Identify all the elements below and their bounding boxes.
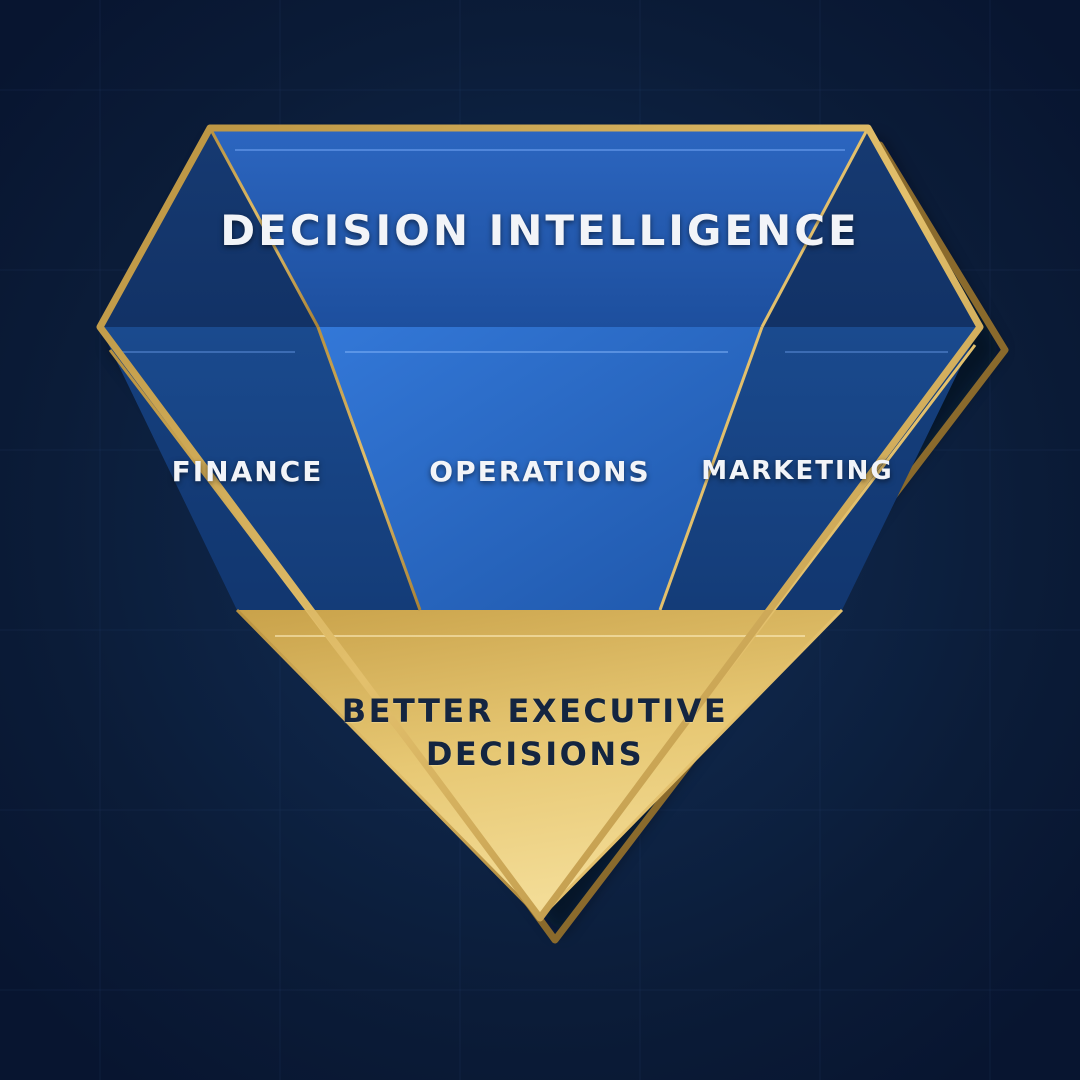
marketing-label: MARKETING [701, 456, 894, 486]
top-center-band [210, 128, 868, 327]
gold-triangle [237, 610, 842, 918]
diamond-outline [96, 124, 984, 922]
bottom-label-line-2: DECISIONS [425, 735, 645, 773]
top-label: DECISION INTELLIGENCE [220, 206, 860, 255]
right-side-facet [660, 327, 980, 610]
left-side-facet [100, 327, 420, 610]
top-right-facet [762, 128, 980, 327]
top-left-facet [100, 128, 318, 327]
center-facet [318, 327, 762, 610]
bottom-label-line-1: BETTER EXECUTIVE [341, 692, 729, 730]
operations-label: OPERATIONS [429, 455, 651, 488]
bottom-label: BETTER EXECUTIVE DECISIONS [320, 690, 750, 776]
finance-label: FINANCE [171, 455, 324, 488]
